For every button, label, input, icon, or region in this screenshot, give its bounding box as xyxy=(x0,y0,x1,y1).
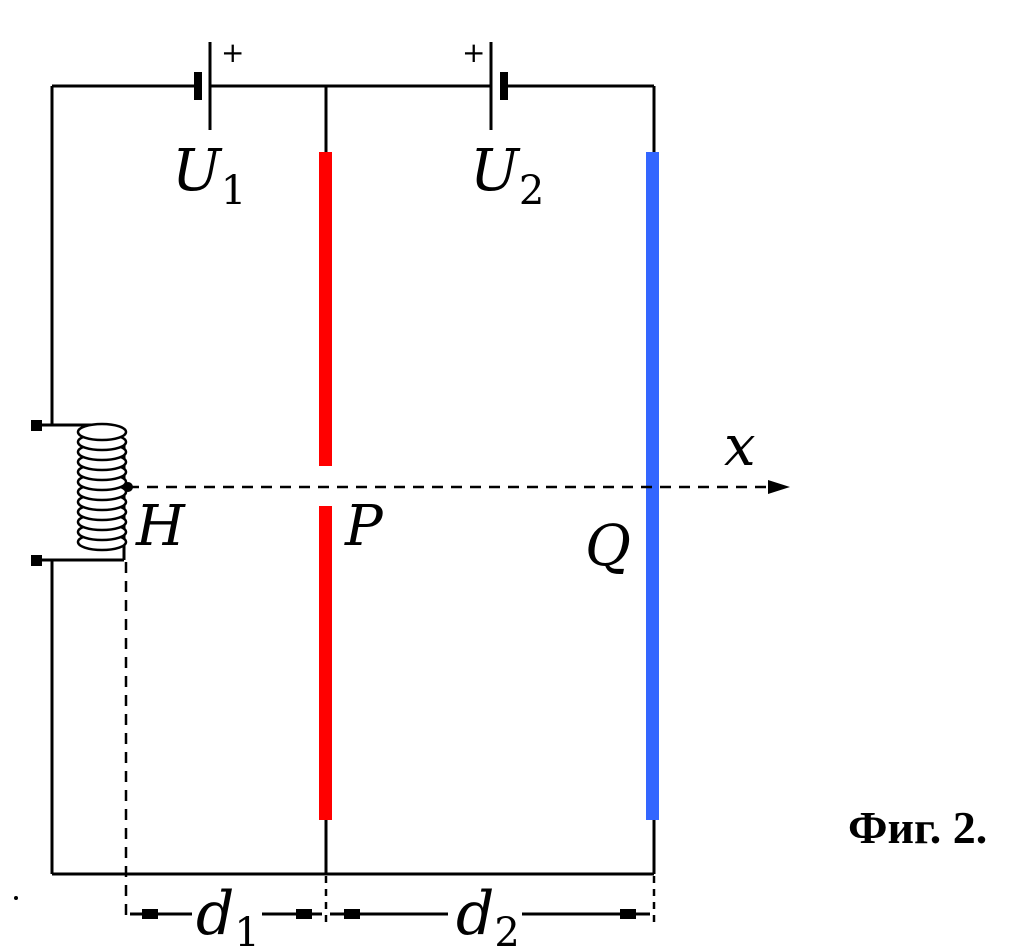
dimension-lines xyxy=(130,876,656,922)
stray-dot xyxy=(14,896,18,900)
point-h-label: H xyxy=(135,494,186,559)
distance-d2-label: d2 xyxy=(456,879,520,947)
distance-d1-label: d1 xyxy=(196,879,260,947)
battery-u1: + xyxy=(194,36,244,130)
plate-p-upper xyxy=(319,152,332,466)
plate-p xyxy=(319,152,332,820)
figure-caption: Фиг. 2. xyxy=(848,802,987,853)
heater-coil xyxy=(31,420,128,566)
point-p-label: P xyxy=(344,494,384,559)
circuit-wires xyxy=(50,84,656,876)
battery-u1-plus-label: + xyxy=(221,36,244,69)
x-axis xyxy=(123,480,790,494)
voltage-u1-label: U1 xyxy=(172,136,246,214)
battery-u2: + xyxy=(462,36,508,130)
battery-u2-plus-label: + xyxy=(462,36,485,69)
axis-x-label: x xyxy=(724,414,756,479)
plate-p-lower xyxy=(319,506,332,820)
point-q-label: Q xyxy=(585,514,631,579)
plate-q xyxy=(646,152,659,820)
voltage-u2-label: U2 xyxy=(470,136,544,214)
